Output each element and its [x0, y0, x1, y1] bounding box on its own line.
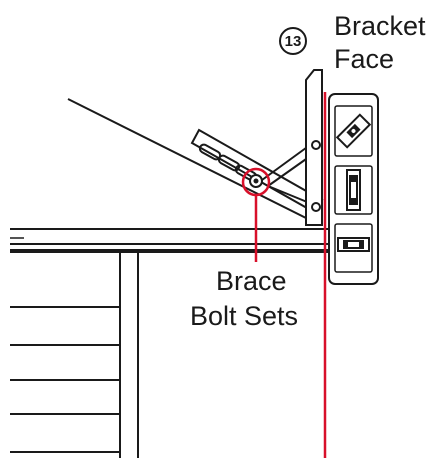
header-line: [67, 98, 319, 225]
bracket-face-label-line1: Bracket: [334, 11, 426, 41]
brace-bolt-label-line2: Bolt Sets: [190, 301, 299, 331]
bracket-face-label-line2: Face: [334, 44, 395, 74]
bracket-face: [305, 69, 323, 226]
brace-bolt: [249, 174, 263, 188]
door-panel: [10, 251, 139, 458]
door-top-rail: [10, 228, 330, 253]
step-number-badge: 13: [279, 27, 307, 55]
brace-bolt-label-line1: Brace: [216, 266, 287, 296]
level-tool-icon: [328, 93, 379, 285]
brace-bolt-callout: [241, 167, 271, 262]
